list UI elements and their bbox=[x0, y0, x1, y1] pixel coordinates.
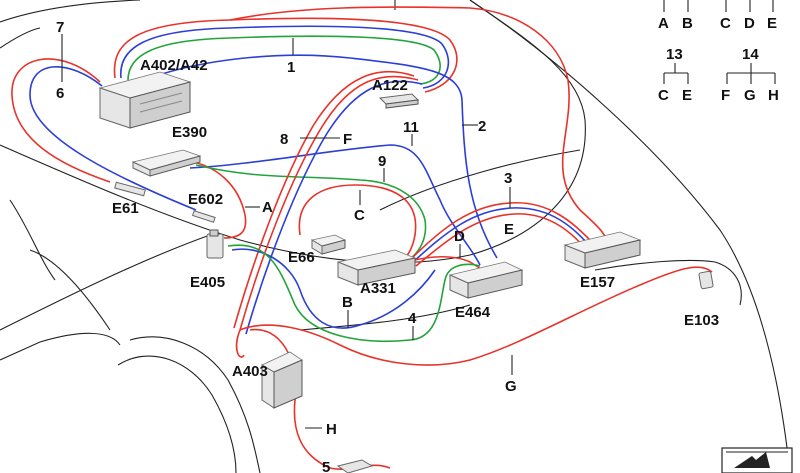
component-e157 bbox=[563, 231, 642, 269]
component-e61 bbox=[114, 181, 146, 197]
component-a403 bbox=[261, 351, 303, 409]
label-F: F bbox=[343, 131, 352, 148]
legend-14-g: G bbox=[744, 87, 756, 104]
label-a331: A331 bbox=[360, 280, 396, 297]
label-A: A bbox=[262, 199, 273, 216]
label-e103: E103 bbox=[684, 312, 719, 329]
legend-13-c: C bbox=[658, 87, 669, 104]
legend: A B C D E 13 C E 14 F G H bbox=[658, 0, 779, 104]
label-a403: A403 bbox=[232, 363, 268, 380]
component-a122 bbox=[378, 93, 420, 109]
legend-row1-e: E bbox=[767, 15, 777, 32]
label-4: 4 bbox=[408, 310, 417, 327]
label-H: H bbox=[326, 421, 337, 438]
label-2: 2 bbox=[478, 118, 486, 135]
label-e61: E61 bbox=[112, 200, 139, 217]
label-E: E bbox=[504, 221, 514, 238]
label-B: B bbox=[342, 294, 353, 311]
diagram-labels: 7 6 A402/A42 1 A122 2 E390 8 F 11 9 3 E … bbox=[56, 19, 719, 473]
legend-13-e: E bbox=[682, 87, 692, 104]
legend-row1-c: C bbox=[720, 15, 731, 32]
component-e464 bbox=[448, 261, 524, 299]
label-11: 11 bbox=[403, 119, 419, 136]
component-e390 bbox=[131, 149, 202, 177]
label-G: G bbox=[505, 378, 517, 395]
arrow-nav-icon bbox=[721, 447, 793, 473]
label-e157: E157 bbox=[580, 274, 615, 291]
label-1: 1 bbox=[287, 59, 295, 76]
label-6: 6 bbox=[56, 85, 64, 102]
label-a122: A122 bbox=[372, 77, 408, 94]
label-e66: E66 bbox=[288, 249, 315, 266]
label-3: 3 bbox=[504, 170, 512, 187]
label-e464: E464 bbox=[455, 304, 491, 321]
label-e405: E405 bbox=[190, 274, 225, 291]
legend-14-h: H bbox=[768, 87, 779, 104]
label-C: C bbox=[354, 207, 365, 224]
label-9: 9 bbox=[378, 153, 386, 170]
components bbox=[98, 71, 714, 473]
component-a402 bbox=[98, 71, 192, 129]
component-e66 bbox=[310, 234, 347, 255]
legend-row1-d: D bbox=[744, 15, 755, 32]
legend-14-f: F bbox=[721, 87, 730, 104]
component-a331 bbox=[336, 249, 417, 286]
label-5: 5 bbox=[322, 459, 330, 473]
component-e103 bbox=[698, 270, 714, 290]
legend-row1-b: B bbox=[682, 15, 693, 32]
label-e390: E390 bbox=[172, 124, 207, 141]
label-D: D bbox=[454, 228, 465, 245]
component-e602 bbox=[191, 210, 216, 223]
legend-13: 13 bbox=[666, 46, 683, 63]
component-5 bbox=[336, 459, 374, 473]
legend-14: 14 bbox=[742, 46, 759, 63]
component-e405 bbox=[206, 229, 224, 259]
label-a402: A402/A42 bbox=[140, 57, 208, 74]
label-8: 8 bbox=[280, 131, 288, 148]
label-7: 7 bbox=[56, 19, 64, 36]
legend-row1-a: A bbox=[658, 15, 669, 32]
leader-lines bbox=[61, 34, 513, 429]
label-e602: E602 bbox=[188, 191, 223, 208]
